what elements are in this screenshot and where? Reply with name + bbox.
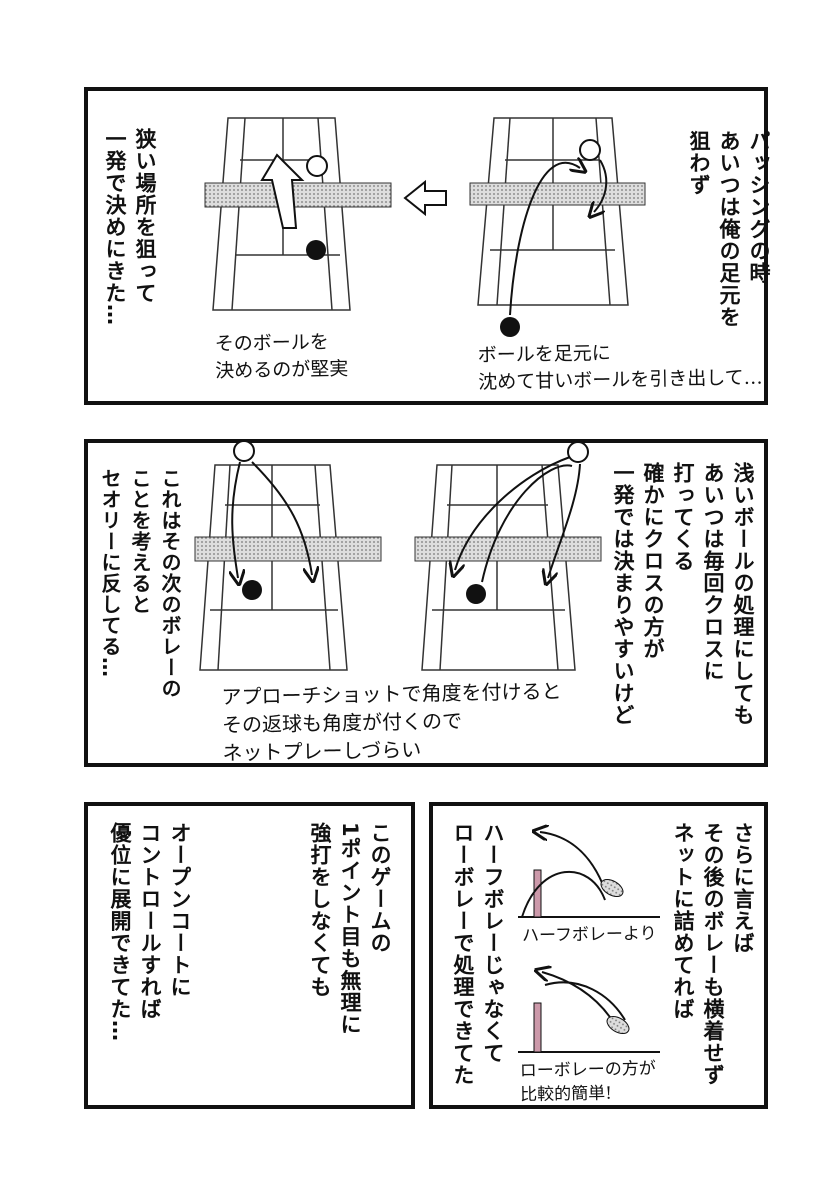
panel-3: [84, 802, 415, 1109]
panel-1: [84, 87, 768, 405]
arrow-left-icon: [403, 179, 447, 217]
narration-panel3-left: オープンコートに コントロールすれば 優位に展開できてた…: [108, 822, 192, 1042]
half-volley-diagram: [518, 832, 660, 918]
net-panel2-left: [194, 536, 382, 562]
court-panel2-right: [421, 464, 576, 671]
narration-panel1-left: 狭い場所を狙って 一発で決めにきた…: [103, 128, 157, 326]
ball-white: [306, 155, 328, 177]
caption-half-volley: ハーフボレーより: [521, 923, 657, 947]
caption-panel1-right: ボールを足元に 沈めて甘いボールを引き出して…: [477, 342, 763, 394]
caption-low-volley: ローボレーの方が 比較的簡単!: [519, 1058, 656, 1106]
narration-panel4-left: ハーフボレーじゃなくて ローボレーで処理できてた: [451, 822, 505, 1086]
arrow-up-icon: [260, 153, 305, 229]
low-volley-diagram: [518, 972, 660, 1053]
caption-panel1-left: そのボールを 決めるのが堅実: [214, 331, 349, 383]
court-panel2-left: [199, 464, 348, 671]
net-panel1-left: [204, 182, 392, 208]
panel-4: [429, 802, 768, 1109]
narration-panel4-right: さらに言えば その後のボレーも横着せず ネットに詰めてれば: [671, 822, 755, 1086]
panel-2: [84, 439, 768, 767]
narration-panel2-left: これはその次のボレーの ことを考えると セオリーに反してる…: [98, 468, 182, 699]
net-panel1-right: [469, 182, 646, 206]
court-panel1-right: [477, 117, 629, 306]
narration-panel3-right: このゲームの 1ポイント目も無理に 強打をしなくても: [308, 822, 392, 1036]
caption-panel2: アプローチショットで角度を付けると その返球も角度が付くので ネットプレーしづら…: [221, 679, 562, 765]
net-panel2-right: [414, 536, 602, 562]
narration-panel1-right: パッシングの時 あいつは俺の足元を 狙わず: [687, 130, 771, 328]
racket-icon: [600, 878, 624, 898]
narration-panel2-right: 浅いボールの処理にしても あいつは毎回クロスに 打ってくる 確かにクロスの方が …: [611, 462, 755, 726]
player-dot: [306, 240, 326, 260]
